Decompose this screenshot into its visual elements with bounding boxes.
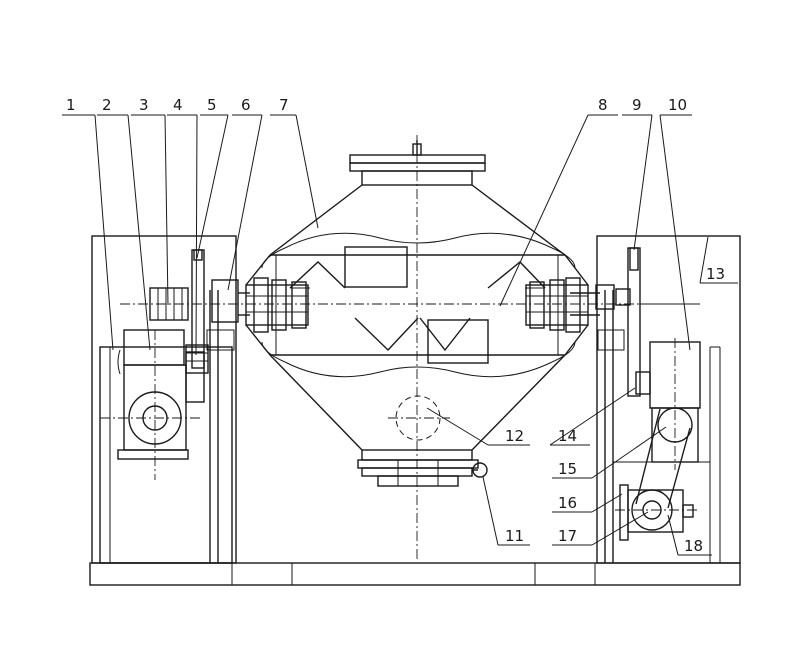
callout-3: 3	[139, 96, 149, 114]
left-gear-reducer	[100, 329, 205, 480]
callout-13: 13	[706, 265, 725, 283]
callout-1: 1	[66, 96, 76, 114]
left-bearing	[245, 277, 309, 333]
leader-lines	[62, 114, 738, 556]
double-cone-vessel	[245, 135, 589, 560]
main-shaft	[120, 292, 700, 316]
callout-labels: 1 2 3 4 5 6 7 8 9 10 11 12 13 14 15 16 1…	[66, 96, 725, 555]
callout-14: 14	[558, 427, 577, 445]
callout-15: 15	[558, 460, 577, 478]
callout-8: 8	[598, 96, 608, 114]
callout-16: 16	[558, 494, 577, 512]
base-frame	[89, 562, 741, 586]
right-drive	[595, 247, 701, 541]
left-sprocket-assembly	[149, 249, 239, 374]
callout-4: 4	[173, 96, 183, 114]
right-bearing	[525, 277, 589, 333]
callout-17: 17	[558, 527, 577, 545]
callout-6: 6	[241, 96, 251, 114]
callout-5: 5	[207, 96, 217, 114]
callout-2: 2	[102, 96, 112, 114]
callout-9: 9	[632, 96, 642, 114]
callout-18: 18	[684, 537, 703, 555]
left-support	[91, 235, 237, 564]
callout-11: 11	[505, 527, 524, 545]
callout-7: 7	[279, 96, 289, 114]
right-support	[596, 235, 741, 564]
callout-12: 12	[505, 427, 524, 445]
callout-10: 10	[668, 96, 687, 114]
